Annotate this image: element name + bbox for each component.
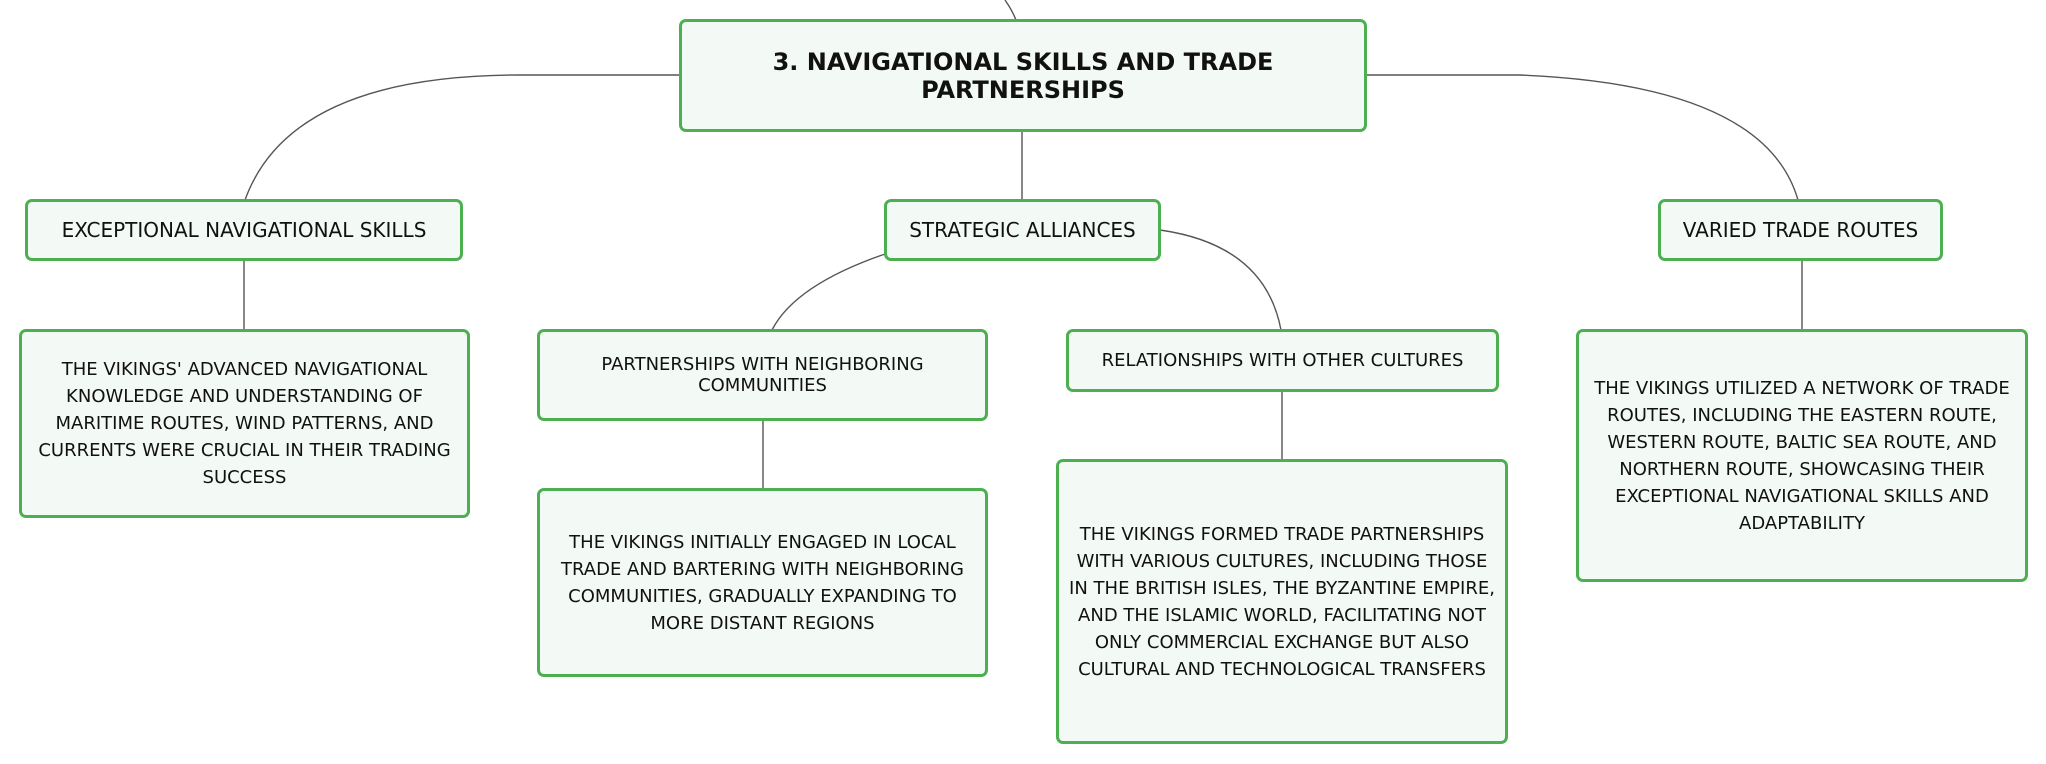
branch-node-label: STRATEGIC ALLIANCES — [909, 218, 1136, 242]
subtopic-node-partnerships[interactable]: PARTNERSHIPS WITH NEIGHBORING COMMUNITIE… — [537, 329, 988, 421]
branch-node-trade-routes[interactable]: VARIED TRADE ROUTES — [1658, 199, 1943, 261]
connector-root-to-navigational-skills — [244, 74, 680, 201]
detail-node-partnerships[interactable]: THE VIKINGS INITIALLY ENGAGED IN LOCAL T… — [537, 488, 988, 677]
detail-node-trade-routes[interactable]: THE VIKINGS UTILIZED A NETWORK OF TRADE … — [1576, 329, 2028, 582]
subtopic-node-label: RELATIONSHIPS WITH OTHER CULTURES — [1101, 350, 1464, 371]
branch-node-label: VARIED TRADE ROUTES — [1682, 218, 1919, 242]
branch-node-label: EXCEPTIONAL NAVIGATIONAL SKILLS — [61, 218, 427, 242]
connector-parent-to-root — [1004, 0, 1017, 21]
detail-node-text: THE VIKINGS FORMED TRADE PARTNERSHIPS WI… — [1069, 523, 1495, 680]
detail-node-text: THE VIKINGS INITIALLY ENGAGED IN LOCAL T… — [561, 531, 964, 634]
root-node-label: 3. NAVIGATIONAL SKILLS AND TRADE PARTNER… — [772, 47, 1274, 104]
subtopic-node-label: PARTNERSHIPS WITH NEIGHBORING COMMUNITIE… — [601, 354, 924, 396]
connector-alliances-to-relationships — [1159, 229, 1282, 331]
branch-node-strategic-alliances[interactable]: STRATEGIC ALLIANCES — [884, 199, 1161, 261]
connector-alliances-to-partnerships — [771, 253, 886, 331]
connector-root-to-trade-routes — [1366, 74, 1799, 201]
detail-node-text: THE VIKINGS UTILIZED A NETWORK OF TRADE … — [1594, 377, 2010, 534]
branch-node-navigational-skills[interactable]: EXCEPTIONAL NAVIGATIONAL SKILLS — [25, 199, 463, 261]
detail-node-text: THE VIKINGS' ADVANCED NAVIGATIONAL KNOWL… — [38, 359, 451, 488]
subtopic-node-relationships[interactable]: RELATIONSHIPS WITH OTHER CULTURES — [1066, 329, 1499, 392]
detail-node-relationships[interactable]: THE VIKINGS FORMED TRADE PARTNERSHIPS WI… — [1056, 459, 1508, 744]
root-node[interactable]: 3. NAVIGATIONAL SKILLS AND TRADE PARTNER… — [679, 19, 1367, 132]
detail-node-navigational-skills[interactable]: THE VIKINGS' ADVANCED NAVIGATIONAL KNOWL… — [19, 329, 470, 518]
